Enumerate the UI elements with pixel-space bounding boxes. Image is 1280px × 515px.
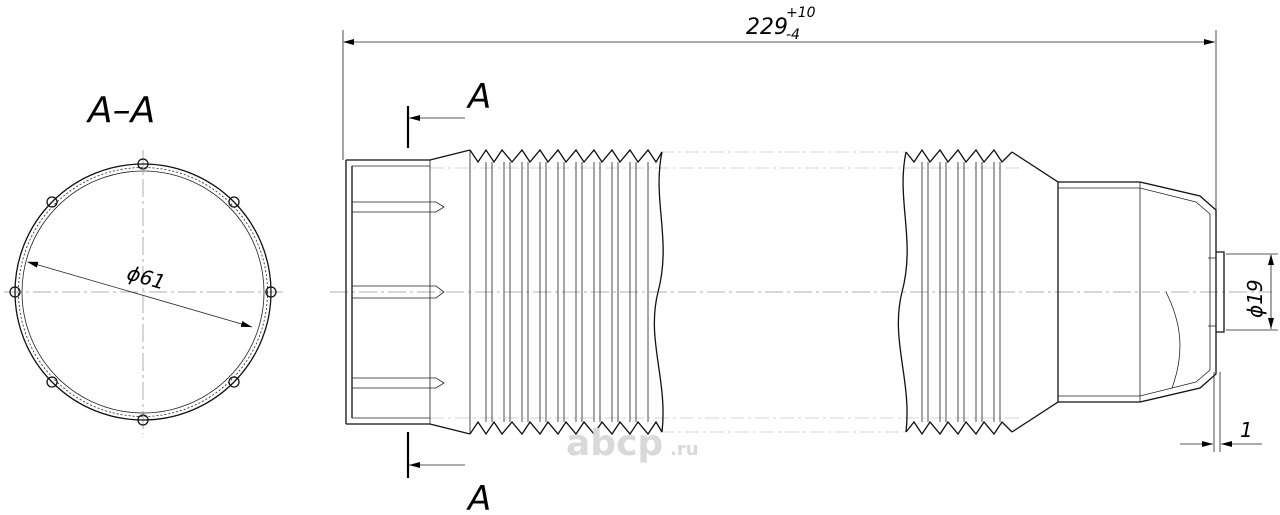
watermark-logo: abcp .ru <box>566 423 699 464</box>
length-value: 229 <box>746 15 788 40</box>
left-corrugation <box>469 148 664 436</box>
end-diameter-label: ϕ19 <box>1243 279 1267 318</box>
watermark-suffix: .ru <box>670 439 699 460</box>
wall-thickness-dimension: 1 <box>1180 372 1262 452</box>
length-tolerance-lower: -4 <box>786 27 800 43</box>
right-cap <box>1058 181 1225 403</box>
left-sleeve <box>345 149 471 435</box>
wall-thickness-label: 1 <box>1240 418 1253 442</box>
end-nozzle <box>1216 251 1225 333</box>
length-tolerance-upper: +10 <box>786 5 816 21</box>
watermark-main: abcp <box>566 423 663 464</box>
cut-label-top: A <box>466 77 491 117</box>
right-corrugation <box>897 148 1059 436</box>
section-diameter-label: ϕ61 <box>124 261 168 295</box>
boot-side-view <box>330 148 1272 436</box>
cut-label-bottom: A <box>466 479 491 515</box>
break-line-right <box>897 151 908 433</box>
section-diameter-line <box>27 261 253 328</box>
end-diameter-dimension: ϕ19 <box>1226 253 1278 331</box>
section-ribs <box>9 158 277 426</box>
section-view: A–A ϕ61 <box>4 90 286 434</box>
break-line-left <box>653 151 664 433</box>
section-title: A–A <box>86 90 155 131</box>
section-inner-contour <box>21 170 265 414</box>
section-cut-markers: A A <box>406 77 491 515</box>
length-dimension: 229 +10 -4 <box>342 5 1217 290</box>
section-wall-hatch <box>18 167 268 417</box>
section-outer-contour <box>14 163 272 421</box>
